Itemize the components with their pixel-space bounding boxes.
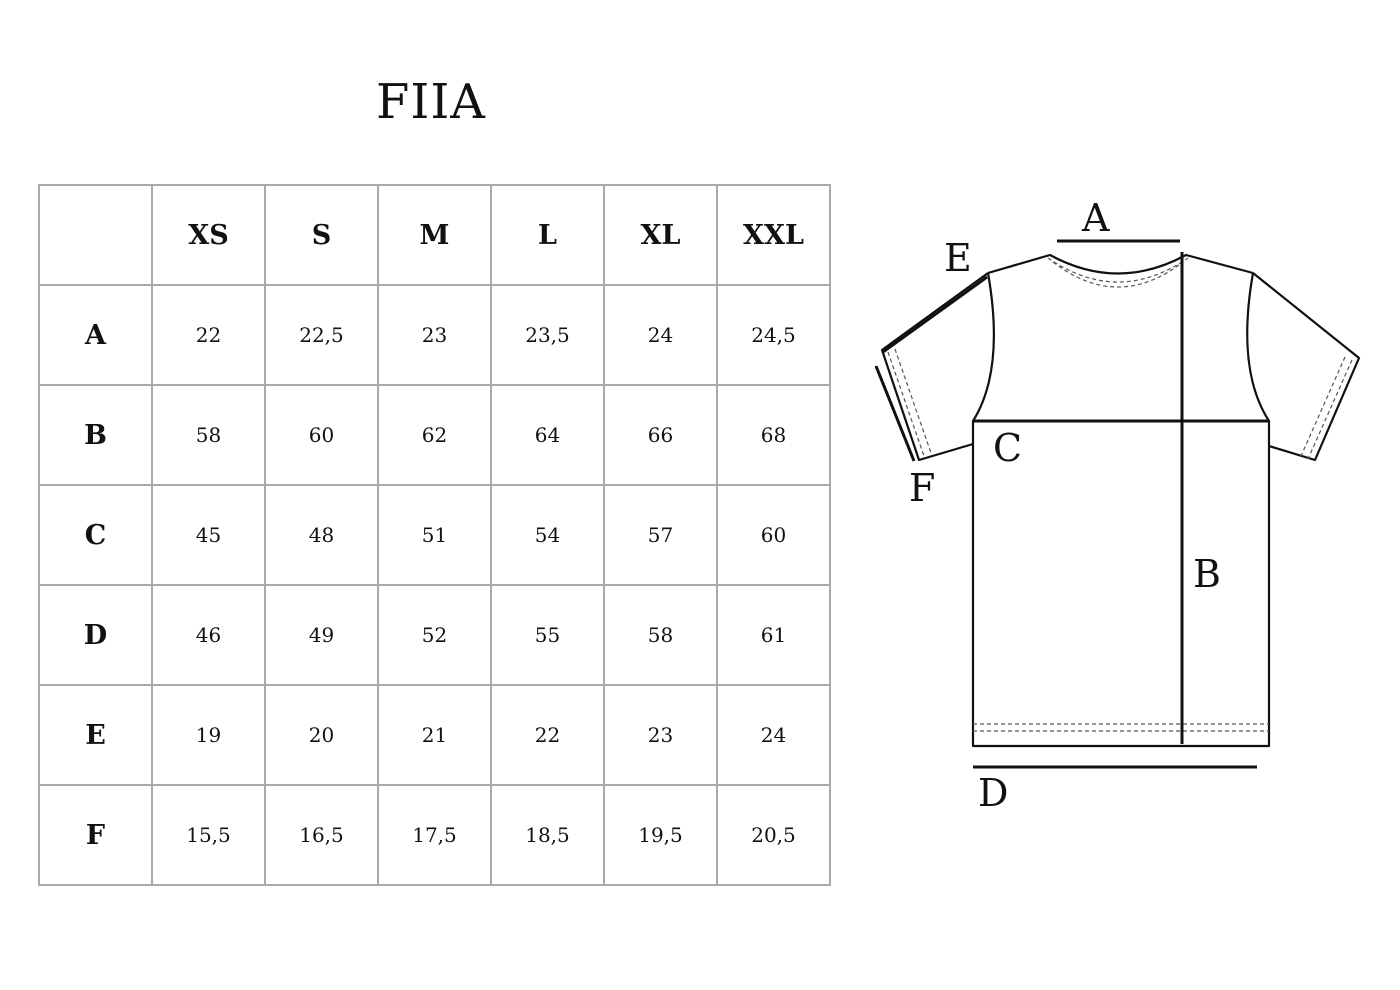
table-row-f: F 15,5 16,5 17,5 18,5 19,5 20,5 [38, 784, 831, 886]
row-label-b: B [38, 384, 153, 486]
row-label-d: D [38, 584, 153, 686]
table-cell: 23,5 [490, 284, 605, 386]
table-cell: 46 [151, 584, 266, 686]
table-cell: 66 [603, 384, 718, 486]
right-sleeve [1252, 272, 1361, 462]
table-cell: 19,5 [603, 784, 718, 886]
size-header-l: L [490, 184, 605, 286]
table-row-c: C 45 48 51 54 57 60 [38, 484, 831, 586]
table-cell: 60 [264, 384, 379, 486]
table-corner-cell [38, 184, 153, 286]
table-cell: 48 [264, 484, 379, 586]
table-cell: 23 [603, 684, 718, 786]
measure-line-e [882, 275, 988, 354]
label-c: C [993, 426, 1022, 470]
table-cell: 20,5 [716, 784, 831, 886]
table-cell: 68 [716, 384, 831, 486]
label-a: A [1081, 196, 1110, 240]
table-cell: 24 [603, 284, 718, 386]
right-armhole [1246, 272, 1270, 422]
measure-line-f [874, 365, 916, 462]
collar-stitch-inner [1052, 261, 1184, 288]
label-f: F [909, 466, 935, 510]
right-cuff-stitch-1 [1307, 359, 1353, 460]
table-row-d: D 46 49 52 55 58 61 [38, 584, 831, 686]
table-cell: 21 [377, 684, 492, 786]
size-header-m: M [377, 184, 492, 286]
row-label-e: E [38, 684, 153, 786]
table-cell: 55 [490, 584, 605, 686]
table-cell: 62 [377, 384, 492, 486]
label-b: B [1193, 552, 1221, 596]
measurement-labels: A B C D E F [909, 196, 1221, 815]
table-cell: 16,5 [264, 784, 379, 886]
table-cell: 24,5 [716, 284, 831, 386]
table-header-row: XS S M L XL XXL [38, 184, 831, 286]
row-label-c: C [38, 484, 153, 586]
table-cell: 60 [716, 484, 831, 586]
table-cell: 64 [490, 384, 605, 486]
table-row-a: A 22 22,5 23 23,5 24 24,5 [38, 284, 831, 386]
measurement-lines [874, 239, 1269, 769]
table-cell: 51 [377, 484, 492, 586]
table-cell: 23 [377, 284, 492, 386]
table-cell: 61 [716, 584, 831, 686]
table-cell: 49 [264, 584, 379, 686]
label-d: D [978, 771, 1008, 815]
left-armhole [972, 272, 995, 422]
table-cell: 57 [603, 484, 718, 586]
table-cell: 19 [151, 684, 266, 786]
size-header-s: S [264, 184, 379, 286]
table-cell: 52 [377, 584, 492, 686]
size-header-xl: XL [603, 184, 718, 286]
table-cell: 58 [151, 384, 266, 486]
table-cell: 45 [151, 484, 266, 586]
tshirt-outline [880, 253, 1361, 748]
left-sleeve [880, 272, 989, 462]
stitching-lines [887, 257, 1353, 732]
table-row-b: B 58 60 62 64 66 68 [38, 384, 831, 486]
table-cell: 58 [603, 584, 718, 686]
row-label-f: F [38, 784, 153, 886]
size-chart-table: XS S M L XL XXL A 22 22,5 23 23,5 24 24,… [38, 184, 831, 886]
size-header-xxl: XXL [716, 184, 831, 286]
table-cell: 17,5 [377, 784, 492, 886]
tshirt-measurement-diagram: A B C D E F [874, 196, 1361, 815]
table-cell: 22 [490, 684, 605, 786]
table-cell: 18,5 [490, 784, 605, 886]
table-cell: 54 [490, 484, 605, 586]
left-cuff-stitch-2 [894, 348, 932, 454]
page-title: FIIA [376, 74, 486, 130]
size-header-xs: XS [151, 184, 266, 286]
table-cell: 22,5 [264, 284, 379, 386]
label-e: E [944, 236, 972, 280]
left-cuff-stitch-1 [887, 351, 925, 457]
tshirt-shoulders [987, 253, 1254, 275]
row-label-a: A [38, 284, 153, 386]
table-row-e: E 19 20 21 22 23 24 [38, 684, 831, 786]
table-cell: 15,5 [151, 784, 266, 886]
table-cell: 20 [264, 684, 379, 786]
collar-stitch-outer [1047, 257, 1189, 283]
table-cell: 22 [151, 284, 266, 386]
table-cell: 24 [716, 684, 831, 786]
